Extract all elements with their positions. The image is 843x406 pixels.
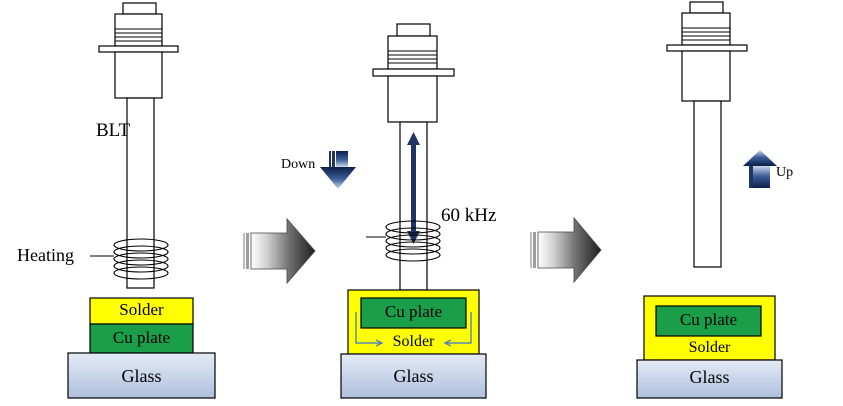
up-arrow-icon [743, 150, 777, 188]
blt-label: BLT [96, 120, 131, 141]
step1-glass [67, 352, 216, 399]
step2-stack [340, 289, 487, 399]
vibration-arrow [407, 132, 420, 244]
step3-cu-plate [655, 305, 762, 337]
step3-glass [636, 359, 783, 399]
step1-glass-label: Glass [121, 366, 162, 386]
step1-cu-plate-label: Cu plate [112, 328, 171, 347]
step1-tool [98, 2, 179, 289]
step2-solder-label: Solder [392, 333, 435, 350]
step2-coil [385, 220, 441, 262]
frequency-label: 60 kHz [441, 205, 497, 226]
step3-solder-label: Solder [688, 339, 731, 356]
step1-stack [67, 297, 216, 399]
up-label: Up [776, 165, 794, 180]
step1-solder-layer [89, 297, 194, 325]
process-arrow-1 [243, 217, 316, 285]
down-arrow-icon [320, 151, 356, 189]
step1-solder-label: Solder [119, 300, 164, 319]
step3-tool [666, 1, 748, 268]
step3-stack [636, 295, 783, 399]
step2-glass [340, 353, 487, 399]
step1-heating-coil [113, 238, 169, 280]
step3-cu-plate-label: Cu plate [679, 310, 738, 329]
step2-cu-plate [360, 297, 467, 329]
process-arrow-2 [530, 216, 602, 284]
step3-glass-label: Glass [689, 367, 730, 387]
step2-cu-plate-label: Cu plate [384, 302, 443, 321]
heating-label: Heating [17, 245, 74, 265]
down-label: Down [281, 157, 316, 172]
step2-glass-label: Glass [393, 366, 434, 386]
